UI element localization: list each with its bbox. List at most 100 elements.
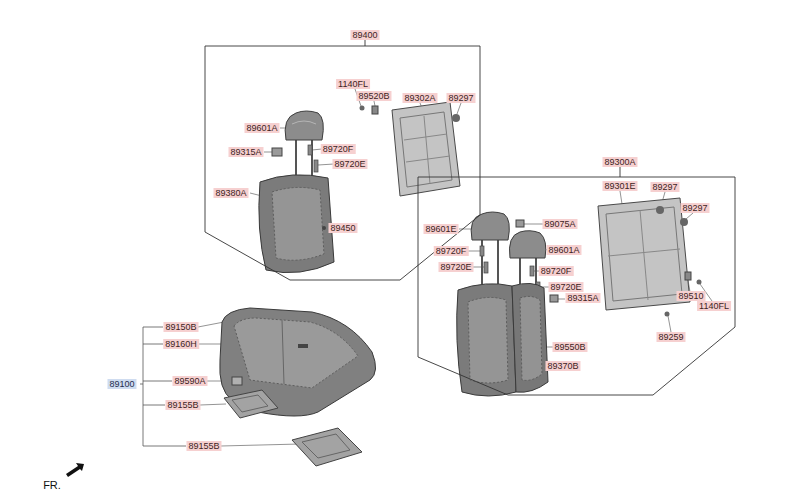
leader-line — [620, 167, 621, 177]
back-seat-right-part — [468, 297, 508, 383]
bracket-lines-part — [143, 344, 163, 345]
callout-number: 89155B — [165, 400, 200, 410]
callout-number: 1140FL — [697, 301, 731, 311]
back-seat-left-part — [259, 175, 334, 273]
callout-number: 89315A — [228, 147, 263, 157]
back-seat-right-part — [480, 246, 484, 256]
seat-cushion-part — [292, 428, 362, 466]
back-seat-right-part — [535, 258, 537, 284]
callout-number: 89720E — [438, 262, 473, 272]
leader-lines-part — [457, 103, 461, 114]
seat-cushion-part — [298, 344, 308, 348]
back-seat-left-part — [272, 187, 324, 260]
back-seat-right-part — [697, 280, 702, 285]
back-seat-right-part — [509, 231, 545, 258]
callout-number: 89100 — [107, 379, 136, 389]
back-seat-right-part — [471, 212, 509, 240]
callout-number: 89155B — [186, 441, 221, 451]
seat-cushion-part — [282, 320, 284, 384]
back-seat-right-part — [656, 206, 664, 214]
bracket-lines-part — [143, 327, 163, 328]
back-seat-right-part — [680, 218, 688, 226]
leader-lines-part — [198, 344, 221, 345]
callout-number: 89550B — [552, 342, 587, 352]
callout-number: 89259 — [656, 332, 685, 342]
back-seat-left-part — [285, 111, 323, 140]
back-seat-right-part — [497, 240, 499, 284]
bracket-lines-part — [143, 405, 165, 406]
back-seat-right-part — [516, 220, 524, 227]
callout-number: 89380A — [213, 188, 248, 198]
back-seat-left-part — [392, 102, 460, 196]
callout-number: 89601A — [546, 245, 581, 255]
direction-label: FR. — [42, 479, 62, 492]
seat-cushion — [220, 308, 376, 466]
back-seat-left-part — [400, 112, 452, 187]
leader-lines-part — [524, 224, 543, 225]
back-seat-right-part — [550, 295, 558, 302]
back-seat-right-part — [530, 266, 534, 276]
callout-number: 89720F — [434, 246, 469, 256]
seat-cushion-part — [232, 377, 242, 385]
back-seat-right-part — [512, 283, 548, 392]
callout-number: 89601A — [244, 123, 279, 133]
back-seat-left-part — [308, 145, 312, 155]
back-seat-left-part — [452, 114, 460, 122]
front-arrow — [66, 463, 84, 477]
seat-cushion-part — [234, 318, 358, 388]
callout-number: 89720E — [332, 159, 367, 169]
assembly-number: 89400 — [350, 30, 379, 40]
bracket-lines-part — [140, 384, 143, 385]
back-seat-left-part — [314, 160, 318, 172]
seat-cushion-part — [232, 395, 268, 412]
callout-number: 89315A — [565, 293, 600, 303]
back-seat-left-part — [424, 116, 430, 184]
back-seat-left-part — [360, 106, 365, 111]
back-seat-left-part — [322, 226, 326, 230]
bracket-lines-part — [143, 381, 172, 382]
leader-lines-part — [686, 213, 693, 219]
callout-number: 89075A — [542, 219, 577, 229]
callout-number: 89720F — [321, 144, 356, 154]
back-seat-left — [259, 102, 460, 273]
back-seat-left-part — [272, 148, 282, 156]
assembly-number: 89300A — [602, 157, 637, 167]
leader-lines-part — [558, 299, 565, 300]
back-seat-left-part — [372, 106, 378, 114]
leader-lines-part — [668, 316, 671, 332]
callout-number: 89301E — [602, 181, 637, 191]
leader-lines-part — [198, 322, 224, 327]
callout-number: 89520B — [356, 91, 391, 101]
callout-number: 89150B — [163, 322, 198, 332]
callout-number: 89720F — [539, 266, 574, 276]
seat-cushion-part — [302, 434, 350, 458]
back-seat-right-part — [519, 258, 521, 284]
callout-number: 89450 — [328, 223, 357, 233]
back-seat-right-part — [640, 210, 648, 300]
callout-number: 1140FL — [336, 79, 370, 89]
callout-number: 89601E — [423, 224, 458, 234]
callout-number: 89510 — [676, 291, 705, 301]
leader-lines-part — [221, 444, 300, 446]
callout-number: 89590A — [172, 376, 207, 386]
leader-lines-part — [374, 101, 375, 106]
back-seat-right-part — [606, 207, 682, 301]
callout-number: 89297 — [680, 203, 709, 213]
back-seat-right-part — [484, 262, 488, 273]
leader-lines-part — [459, 229, 471, 230]
back-seat-left-part — [295, 140, 297, 176]
back-seat-right-part — [608, 249, 680, 256]
bracket-lines-part — [143, 446, 186, 447]
callout-number: 89720E — [548, 282, 583, 292]
callout-number: 89302A — [402, 93, 437, 103]
callout-number: 89297 — [446, 93, 475, 103]
leader-lines — [198, 89, 712, 446]
leader-line — [365, 40, 366, 46]
bracket-lines-part — [143, 327, 144, 446]
leader-lines-part — [620, 191, 622, 204]
back-seat-right-part — [457, 284, 516, 396]
callout-number: 89297 — [650, 182, 679, 192]
